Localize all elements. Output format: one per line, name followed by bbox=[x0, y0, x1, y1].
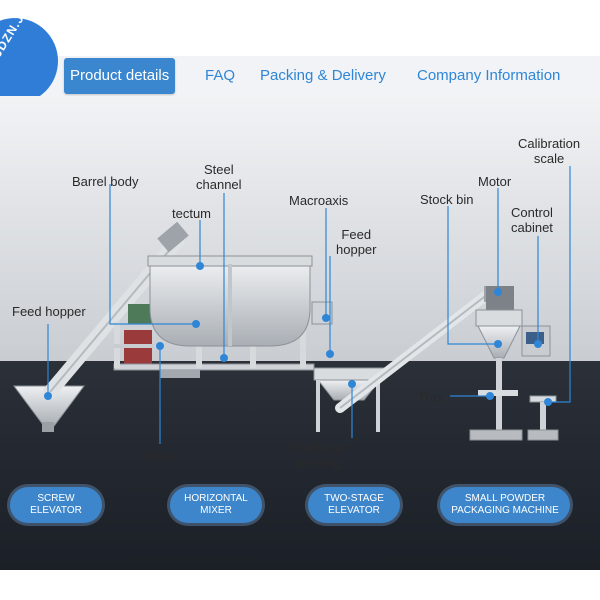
tab-faq[interactable]: FAQ bbox=[205, 67, 236, 84]
page-footer-space bbox=[0, 570, 600, 600]
label-motor-left: Motor bbox=[147, 449, 181, 464]
product-illustration: Barrel body Steel channel tectum Macroax… bbox=[0, 96, 600, 570]
label-feed-hopper-right: Feed hopper bbox=[336, 227, 376, 257]
label-tectum: tectum bbox=[172, 206, 212, 221]
pill-horizontal-mixer-line2: MIXER bbox=[200, 505, 232, 516]
pill-screw-elevator-line2: ELEVATOR bbox=[30, 505, 82, 516]
pill-screw-elevator-line1: SCREW bbox=[37, 493, 75, 504]
pill-two-stage-elevator-line2: ELEVATOR bbox=[328, 505, 380, 516]
label-discharge-line1: Discharge bbox=[288, 440, 347, 455]
label-macroaxis: Macroaxis bbox=[289, 193, 349, 208]
label-discharge-opening: Discharge opening bbox=[288, 440, 347, 470]
label-steel-channel: Steel channel bbox=[196, 162, 242, 192]
pointer-lines bbox=[47, 166, 571, 444]
label-tray: Tray bbox=[418, 389, 444, 404]
horizontal-mixer bbox=[113, 255, 333, 378]
label-control-cabinet-line2: cabinet bbox=[511, 220, 553, 235]
pill-packaging-line2: PACKAGING MACHINE bbox=[451, 505, 559, 516]
label-feed-hopper-left: Feed hopper bbox=[12, 304, 86, 319]
label-feed-hopper-right-line1: Feed bbox=[341, 227, 372, 242]
pointer-dots bbox=[44, 262, 552, 406]
tab-company-information[interactable]: Company Information bbox=[417, 67, 561, 84]
label-feed-hopper-right-line2: hopper bbox=[336, 242, 377, 257]
label-motor-right: Motor bbox=[478, 174, 512, 189]
pill-two-stage-elevator-line1: TWO-STAGE bbox=[324, 493, 384, 504]
label-steel-channel-line2: channel bbox=[196, 177, 242, 192]
label-stock-bin: Stock bin bbox=[420, 192, 474, 207]
machinery-diagram bbox=[0, 96, 600, 570]
label-calibration-scale: Calibration scale bbox=[518, 136, 580, 166]
pill-horizontal-mixer-line1: HORIZONTAL bbox=[184, 493, 248, 504]
label-calibration-line2: scale bbox=[533, 151, 565, 166]
brand-badge-text: JDZN.JD bbox=[0, 18, 33, 60]
tab-product-details[interactable]: Product details bbox=[64, 58, 176, 94]
label-discharge-line2: opening bbox=[294, 455, 341, 470]
tab-packing-delivery[interactable]: Packing & Delivery bbox=[260, 67, 386, 84]
label-steel-channel-line1: Steel bbox=[203, 162, 234, 177]
label-calibration-line1: Calibration bbox=[518, 136, 581, 151]
label-barrel-body: Barrel body bbox=[72, 174, 139, 189]
label-control-cabinet-line1: Control bbox=[511, 205, 553, 220]
pill-packaging-line1: SMALL POWDER bbox=[464, 493, 546, 504]
label-control-cabinet: Control cabinet bbox=[511, 205, 553, 235]
